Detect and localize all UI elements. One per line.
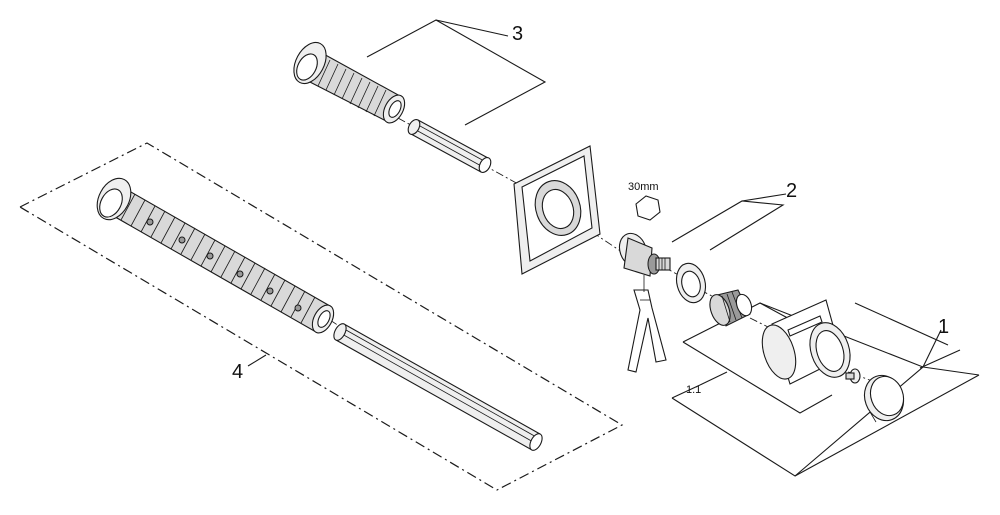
part-4-threaded-extension [96, 177, 335, 334]
label-part-3: 3 [512, 23, 523, 45]
part-4-spindle [333, 323, 543, 451]
label-part-1-1: 1.1 [686, 384, 701, 396]
set-screw [845, 368, 861, 384]
part-1-handle-sleeve [761, 299, 851, 385]
cover-cap [863, 374, 905, 423]
square-rosette [513, 145, 601, 275]
group-3-callout [366, 19, 547, 126]
valve-headpart [618, 232, 671, 277]
pliers-tool [627, 275, 667, 373]
washer-ring [675, 262, 707, 304]
spline-adapter [709, 289, 753, 327]
part-3-spindle [407, 119, 492, 173]
group-4-boundary [18, 142, 624, 491]
part-3-threaded-extension [293, 41, 406, 124]
hex-size-indicator: 30mm [628, 181, 661, 221]
group-4-leader [247, 354, 267, 367]
label-part-2: 2 [786, 180, 797, 202]
label-part-1: 1 [938, 316, 949, 338]
wrench-size-label: 30mm [628, 181, 659, 193]
group-2-callout [671, 193, 787, 251]
label-part-4: 4 [232, 361, 243, 383]
